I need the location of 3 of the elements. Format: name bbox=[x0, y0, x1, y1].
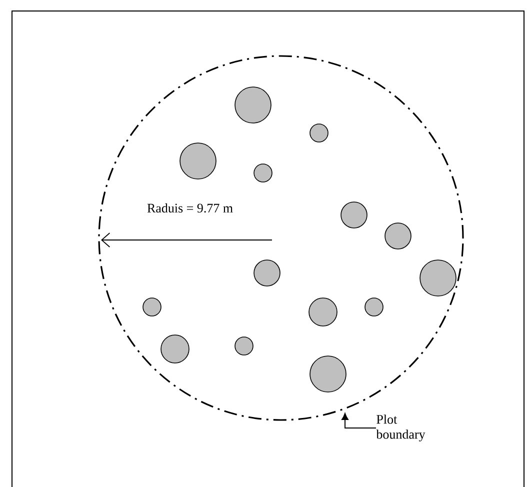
dimension-label: Raduis = 9.77 m bbox=[147, 203, 233, 213]
leader-line bbox=[342, 413, 376, 428]
callout-text: Plot boundary bbox=[376, 414, 426, 442]
